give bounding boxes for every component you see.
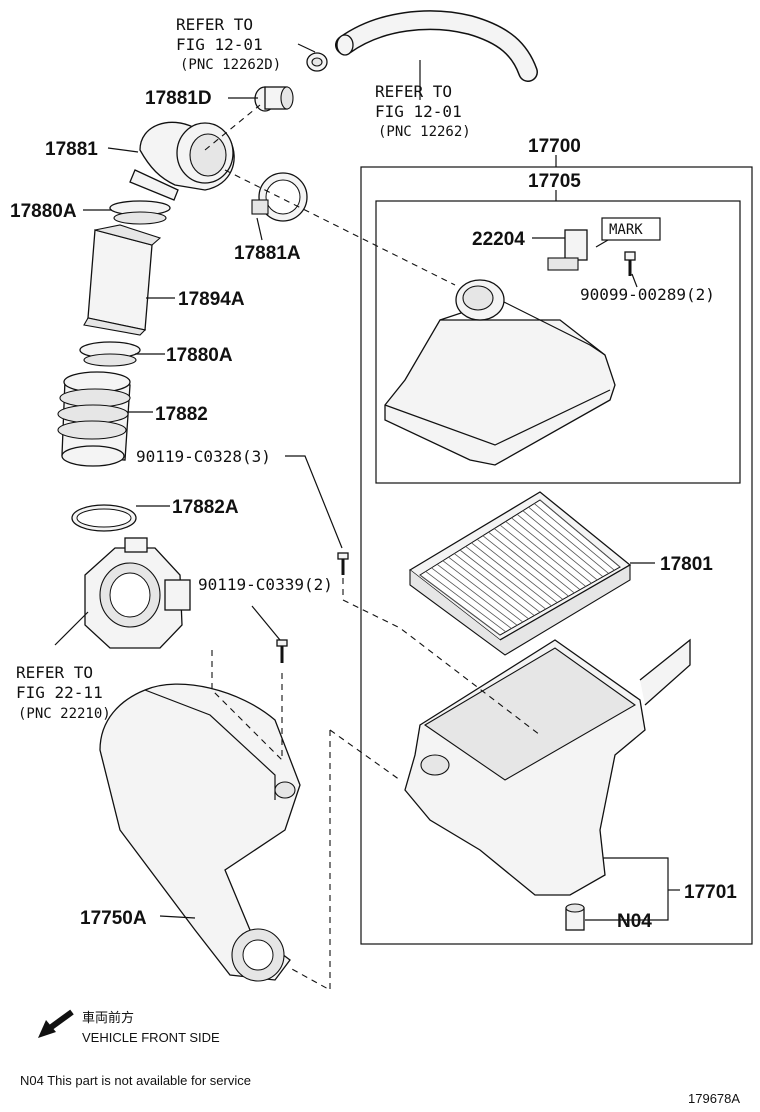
leader-line: [54, 611, 89, 646]
n04-note: N04 This part is not available for servi…: [20, 1073, 251, 1088]
part-17881: [129, 121, 235, 201]
label-17882: 17882: [155, 404, 208, 425]
refer-label-12262-line2: FIG 12-01: [375, 102, 462, 121]
label-17750A: 17750A: [80, 908, 147, 929]
part-17882A: [71, 504, 137, 532]
filter-pleat: [522, 510, 604, 578]
filter-pleat: [448, 556, 529, 620]
filter-pleat: [425, 571, 506, 633]
refer-label-22210-line1: REFER TO: [16, 663, 93, 682]
part-17881D: [254, 86, 294, 112]
filter-pleat: [499, 524, 581, 590]
leader-line: [251, 605, 281, 641]
throttle-body: [84, 537, 191, 649]
leader-line: [631, 273, 638, 288]
leader-line: [159, 915, 196, 919]
refer-label-12262-line3: (PNC 12262): [378, 124, 471, 140]
figure-code: 179678A: [688, 1091, 740, 1106]
clamp-ring: [83, 353, 137, 367]
label-17882A: 17882A: [172, 497, 239, 518]
filter-pleat: [459, 549, 541, 613]
filter-pleat: [516, 513, 598, 581]
label-17881D: 17881D: [145, 88, 212, 109]
refer-label-22210-line2: FIG 22-11: [16, 683, 103, 702]
hose-part: [335, 10, 538, 82]
leader-line: [595, 239, 609, 248]
label-17701: 17701: [684, 882, 737, 903]
filter-pleats: [419, 499, 621, 636]
grommet-N04: [565, 903, 585, 931]
leader-line: [107, 147, 139, 153]
screw-90099: [624, 251, 636, 276]
label-17881: 17881: [45, 139, 98, 160]
label-17705: 17705: [528, 171, 581, 192]
assembly-frame-17705: [375, 200, 741, 484]
arrow-down-left-icon: [38, 1009, 74, 1038]
label-22204: 22204: [472, 229, 525, 250]
label-17880A-top: 17880A: [10, 201, 77, 222]
label-17801: 17801: [660, 554, 713, 575]
filter-pleat: [436, 563, 518, 626]
sensor-22204: [547, 229, 588, 271]
label-17894A: 17894A: [178, 289, 245, 310]
filter-pleat: [454, 553, 535, 616]
filter-pleat: [505, 521, 586, 587]
leader-line: [585, 857, 669, 921]
filter-pleat: [488, 531, 569, 597]
mark-box: [601, 217, 661, 241]
label-90119-C0328: 90119-C0328(3): [136, 447, 271, 466]
filter-pleat: [476, 538, 558, 603]
label-N04: N04: [617, 911, 652, 932]
filter-pleat: [431, 567, 512, 629]
filter-pleat: [511, 517, 592, 584]
label-17700: 17700: [528, 136, 581, 157]
filter-pleat: [494, 528, 575, 594]
leader-line: [285, 455, 343, 549]
filter-pleat: [419, 574, 501, 636]
filter-pleat: [539, 499, 621, 568]
part-17894A: [83, 224, 162, 336]
dashed-line: [224, 169, 456, 286]
filter-pleat: [534, 503, 615, 571]
filter-pleat: [471, 542, 552, 607]
clip-part: [297, 43, 328, 72]
dashed-line: [329, 729, 401, 781]
label-17880A-bottom: 17880A: [166, 345, 233, 366]
vehicle-front-jp: 車両前方: [82, 1010, 134, 1025]
refer-label-22210-line3: (PNC 22210): [18, 706, 111, 722]
dashed-line: [342, 578, 541, 736]
bolt-90119-C0339: [276, 639, 288, 663]
vehicle-front-en: VEHICLE FRONT SIDE: [82, 1030, 220, 1045]
dashed-line: [204, 104, 261, 151]
refer-label-12262D-line3: (PNC 12262D): [180, 57, 281, 73]
refer-label-12262D-line2: FIG 12-01: [176, 35, 263, 54]
refer-label-12262-line1: REFER TO: [375, 82, 452, 101]
part-17881A: [251, 172, 308, 222]
part-17750A: [99, 683, 301, 982]
upper-case-17705: [384, 279, 616, 466]
leader-line: [256, 217, 263, 241]
refer-label-12262D-line1: REFER TO: [176, 15, 253, 34]
clamp-ring: [113, 211, 167, 225]
dashed-line: [289, 730, 331, 991]
part-17882: [57, 371, 131, 467]
filter-pleat: [482, 535, 564, 600]
lower-case-17701: [404, 638, 691, 896]
label-17881A: 17881A: [234, 243, 301, 264]
filter-pleat: [442, 560, 524, 623]
label-90119-C0339: 90119-C0339(2): [198, 575, 333, 594]
label-mark: MARK: [609, 222, 643, 238]
label-90099-00289: 90099-00289(2): [580, 285, 715, 304]
dashed-line: [211, 650, 283, 762]
bolt-90119-C0328: [337, 552, 349, 575]
filter-pleat: [465, 546, 546, 610]
filter-pleat: [528, 506, 609, 574]
